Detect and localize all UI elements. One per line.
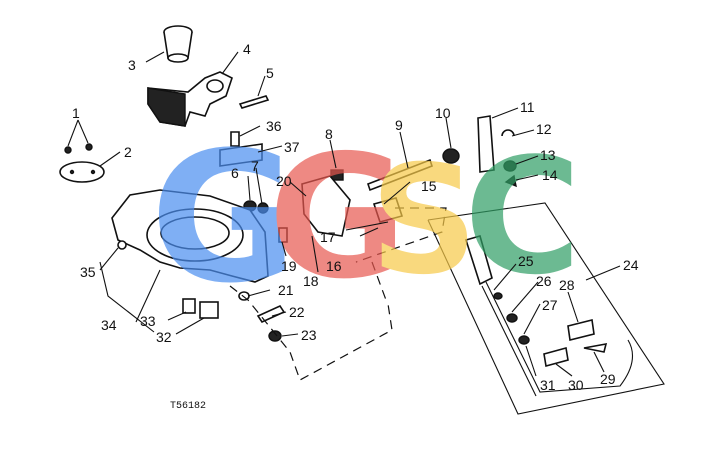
part-spring-36 [230, 131, 240, 147]
callout-37: 37 [284, 139, 300, 155]
part-pin [238, 95, 270, 109]
part-plug-32 [199, 301, 219, 319]
callout-19: 19 [281, 258, 297, 274]
leader-lines [67, 51, 621, 377]
part-arm-11 [477, 115, 495, 173]
outline-layer [99, 202, 665, 415]
part-pin-19 [278, 227, 288, 243]
callout-7: 7 [251, 158, 259, 174]
part-washer-35 [117, 240, 127, 250]
callout-34: 34 [101, 317, 117, 333]
part-plate-18 [301, 175, 351, 237]
part-bushing [163, 25, 193, 63]
callout-3: 3 [128, 57, 136, 73]
callout-12: 12 [536, 121, 552, 137]
part-nut-7 [257, 202, 269, 214]
part-shaft-9 [366, 158, 434, 192]
callout-14: 14 [542, 167, 558, 183]
part-handle [147, 71, 233, 127]
drawing-code: T56182 [170, 401, 206, 412]
part-bracket-37 [219, 143, 263, 167]
watermark-letter-s-yellow: S [370, 134, 478, 308]
callout-16: 16 [326, 258, 342, 274]
callout-33: 33 [140, 313, 156, 329]
callout-18: 18 [303, 273, 319, 289]
callout-15: 15 [421, 178, 437, 194]
callout-1: 1 [72, 105, 80, 121]
callout-35: 35 [80, 264, 96, 280]
callout-24: 24 [623, 257, 639, 273]
watermark: G G S C [150, 114, 581, 323]
part-nut-13 [503, 160, 517, 172]
callout-9: 9 [395, 117, 403, 133]
watermark-letter-g-red: G [268, 119, 408, 317]
part-screws [64, 143, 93, 154]
parts-layer [59, 25, 634, 397]
callout-13: 13 [540, 147, 556, 163]
callout-11: 11 [520, 99, 535, 115]
callout-6: 6 [231, 165, 239, 181]
callout-5: 5 [266, 65, 274, 81]
part-cable-assembly [464, 235, 634, 397]
callout-28: 28 [559, 277, 575, 293]
callout-4: 4 [243, 41, 251, 57]
part-nut-23 [268, 330, 282, 342]
callout-21: 21 [278, 282, 294, 298]
part-fitting-14 [504, 174, 517, 188]
callout-20: 20 [276, 173, 292, 189]
callout-10: 10 [435, 105, 451, 121]
callout-29: 29 [600, 371, 616, 387]
watermark-letter-c-green: C [464, 123, 581, 310]
part-nut-8 [330, 169, 344, 181]
part-coil-10 [442, 148, 460, 164]
watermark-letter-g-blue: G [150, 114, 298, 323]
part-plug-33 [182, 298, 196, 314]
callout-17: 17 [320, 229, 336, 245]
part-gasket [59, 161, 105, 183]
callout-30: 30 [568, 377, 584, 393]
callout-labels: 1 2 3 4 5 6 7 8 9 10 11 12 13 14 15 16 1… [72, 41, 639, 393]
callout-32: 32 [156, 329, 172, 345]
callout-22: 22 [289, 304, 305, 320]
callout-23: 23 [301, 327, 317, 343]
callout-26: 26 [536, 273, 552, 289]
callout-31: 31 [540, 377, 556, 393]
part-housing [111, 189, 269, 283]
callout-8: 8 [325, 126, 333, 142]
callout-36: 36 [266, 118, 282, 134]
callout-2: 2 [124, 144, 132, 160]
part-clip-12 [501, 129, 515, 137]
callout-27: 27 [542, 297, 558, 313]
callout-25: 25 [518, 253, 534, 269]
